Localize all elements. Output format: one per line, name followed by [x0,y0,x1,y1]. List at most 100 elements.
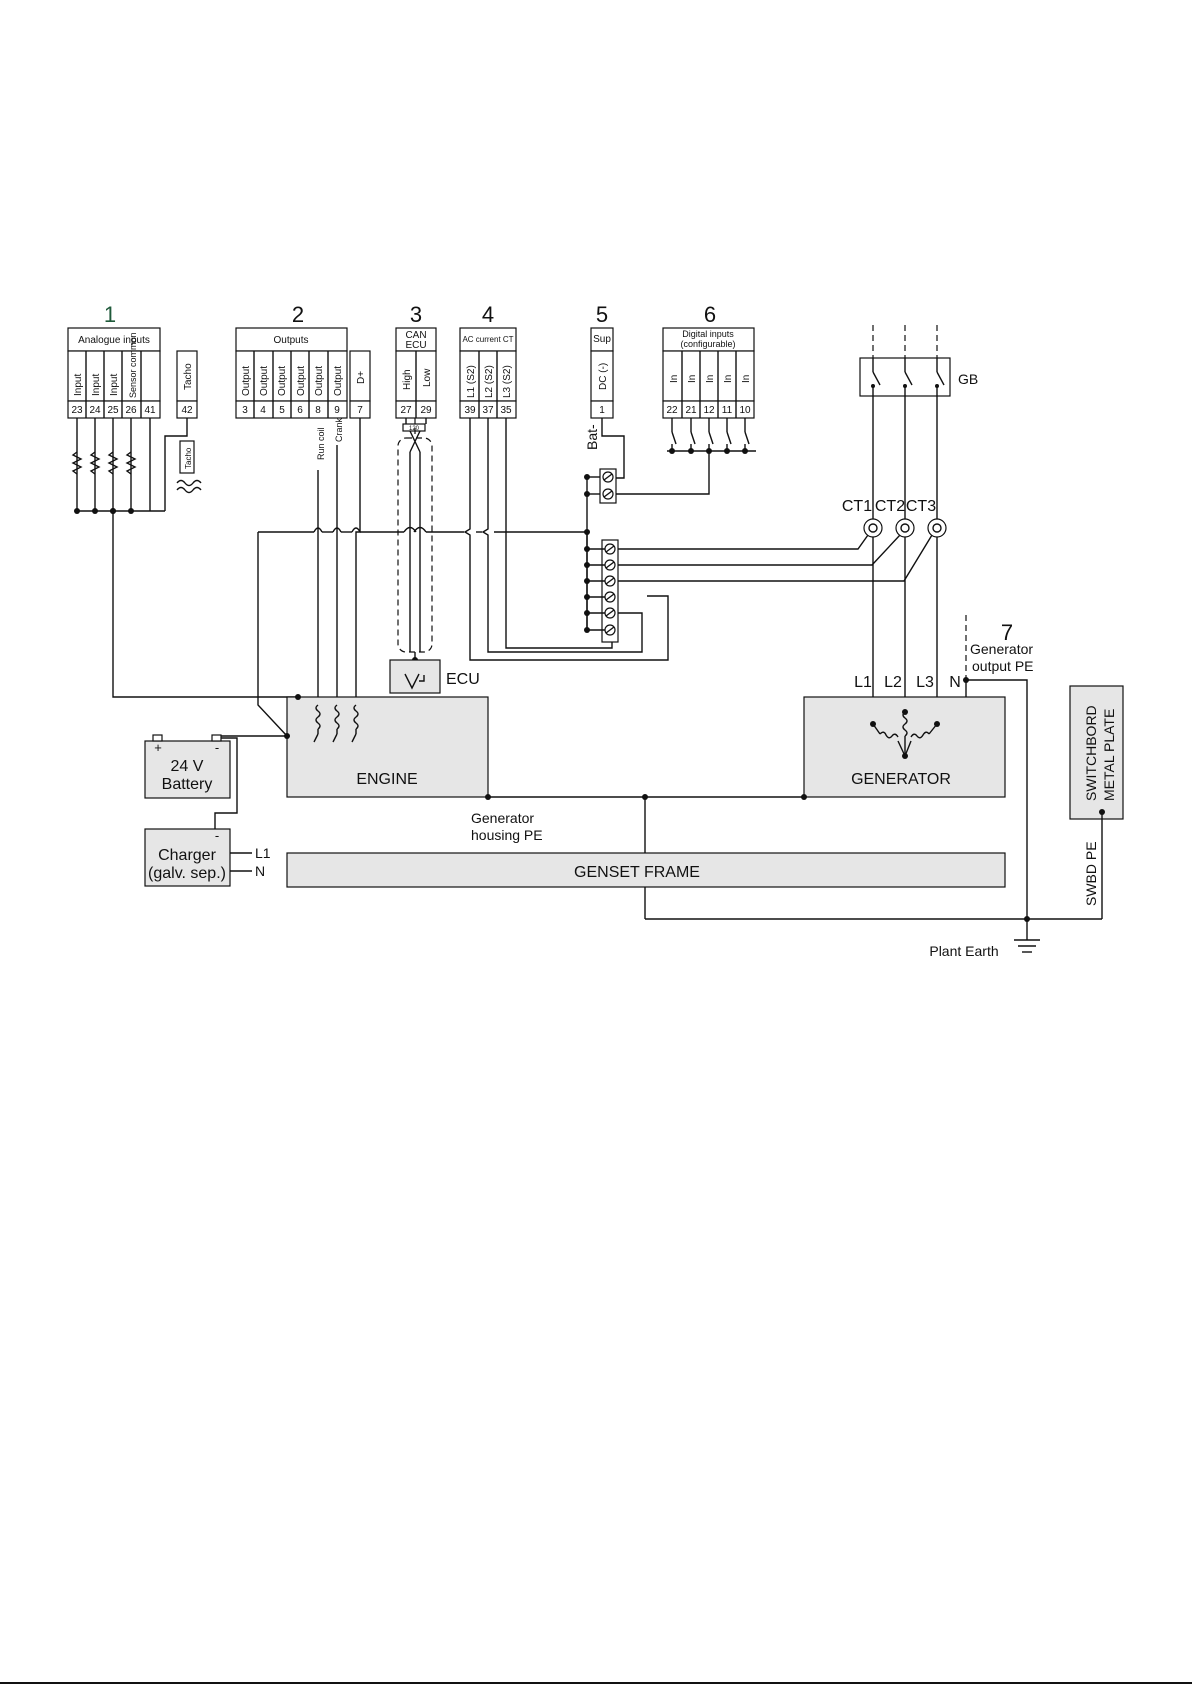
crank-label: Crank [334,417,344,442]
terminal-number: 39 [464,405,476,416]
battery-minus-label: - [215,740,219,755]
terminal-number: 24 [89,405,101,416]
relay-coil-icon [353,704,359,730]
output-col-label: Output [333,366,344,396]
switch-contact-icon [690,431,696,445]
ct-col-label: L2 (S2) [484,365,495,398]
phase-l2-label: L2 [884,674,902,691]
sensor-resistor-icon [71,451,83,475]
output-col-label: Output [259,366,270,396]
can-high-label: High [402,369,413,390]
terminal-number: 29 [420,405,432,416]
output-col-label: Output [314,366,325,396]
terminal-number: 8 [315,405,321,416]
battery-label-line2: Battery [162,776,213,793]
group-3-number: 3 [410,302,422,327]
genset-frame-box [286,852,1006,888]
terminal-number: 35 [500,405,512,416]
generator-breaker: GB [859,325,978,728]
termination-resistor [402,423,426,432]
digital-col-label: In [723,375,734,383]
charger: - Charger (galv. sep.) L1 N [144,828,271,887]
housing-pe-line1: Generator [471,810,534,826]
output-col-label: Output [296,366,307,396]
sup-title: Sup [593,334,611,345]
switch-contact-icon [726,431,732,445]
battery-label-line1: 24 V [171,758,204,775]
digital-title-line2: (configurable) [680,339,735,349]
charger-input-n: N [255,863,265,879]
output-col-label: Output [241,366,252,396]
page-bottom-rule [0,1682,1192,1684]
tacho-sensor-label: Tacho [184,447,193,469]
swbd-pe-label: SWBD PE [1083,841,1099,906]
gen-output-pe-line2: output PE [972,658,1034,674]
group-6-number: 6 [704,302,716,327]
ecu-box [389,659,441,694]
sensor-resistor-icon [89,451,101,475]
terminal-number: 27 [400,405,412,416]
current-transformers: CT1 CT2 CT3 [618,498,947,582]
earthing-network: Generator housing PE GENSET FRAME Plant … [286,685,1124,959]
plant-earth-label: Plant Earth [929,943,998,959]
terminal-number: 6 [297,405,303,416]
outputs-title: Outputs [273,335,308,346]
battery: + - 24 V Battery [144,734,287,829]
ct1-label: CT1 [842,498,872,515]
ecu-ground-icon [404,673,425,690]
group-6-digital-inputs: 6 Digital inputs (configurable) In In In… [662,302,756,454]
phase-l1-label: L1 [854,674,872,691]
bat-minus-label: Bat- [584,424,600,450]
terminal-number: 41 [144,405,156,416]
switch-contact-icon [744,431,750,445]
terminal-number: 23 [71,405,83,416]
battery-plus-label: + [154,740,162,755]
group-5-supply: 5 Sup DC (-) 1 Bat- [584,302,710,632]
battery-box [144,740,231,799]
analogue-col-label: Input [109,374,120,396]
terminal-number: 7 [357,405,363,416]
generator-winding-icon [872,711,938,757]
terminal-number: 11 [722,405,733,416]
generator: GENERATOR [803,696,1006,798]
terminal-number: 3 [242,405,248,416]
ct3-icon [927,518,947,538]
analogue-inputs-title: Analogue inputs [78,335,150,346]
group-1-number: 1 [104,302,116,327]
dc-minus-bus [257,526,590,737]
digital-col-label: In [669,375,680,383]
terminal-number: 9 [334,405,340,416]
terminal-number: 42 [181,405,193,416]
switch-contact-icon [671,431,677,445]
can-low-label: Low [422,368,433,387]
terminal-number: 25 [107,405,119,416]
digital-col-label: In [741,375,752,383]
digital-col-label: In [705,375,716,383]
switchboard-box [1069,685,1124,820]
resistor-tag: 120 [409,426,420,432]
genset-frame-label: GENSET FRAME [574,864,700,881]
relay-coil-icon [315,704,321,730]
gb-label: GB [958,371,978,387]
engine: ENGINE [284,694,489,798]
ground-icon [1014,939,1040,953]
group-7-number: 7 [1001,620,1013,645]
engine-label: ENGINE [356,771,417,788]
run-coil-label: Run coil [316,427,326,460]
dplus-col-label: D+ [356,371,367,384]
ct-terminal-block [584,532,619,643]
phase-l3-label: L3 [916,674,934,691]
charger-minus-label: - [215,828,219,843]
generator-label: GENERATOR [851,771,951,788]
switchboard-line2: METAL PLATE [1101,709,1117,801]
group-4-number: 4 [482,302,494,327]
group-2-number: 2 [292,302,304,327]
digital-col-label: In [687,375,698,383]
sensor-resistor-icon [125,451,137,475]
terminal-number: 1 [599,405,605,416]
phase-n-label: N [949,674,961,691]
ct1-icon [863,518,883,538]
ac-current-title: AC current CT [462,335,513,344]
ct-col-label: L3 (S2) [502,365,513,398]
terminal-number: 12 [703,405,715,416]
